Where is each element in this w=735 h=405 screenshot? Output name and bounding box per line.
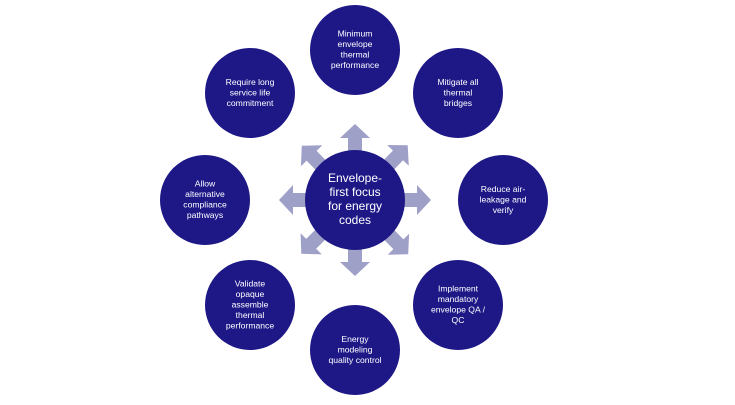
label-line: assemble — [232, 299, 269, 309]
label-line: envelope QA / — [431, 305, 486, 315]
node-circle — [160, 155, 250, 245]
node-circle — [413, 260, 503, 350]
label-line: Mitigate all — [437, 77, 478, 87]
label-line: compliance — [183, 200, 227, 210]
label-line: service life — [230, 87, 271, 97]
node-circle — [310, 305, 400, 395]
node-circle — [205, 260, 295, 350]
label-line: performance — [226, 320, 274, 330]
label-line: bridges — [444, 98, 472, 108]
label-line: opaque — [236, 289, 265, 299]
label-line: leakage and — [480, 194, 527, 204]
node-circle — [458, 155, 548, 245]
label-line: thermal — [236, 310, 265, 320]
label-line: quality control — [328, 355, 381, 365]
node-circle — [413, 48, 503, 138]
label-line: commitment — [227, 98, 274, 108]
label-line: Energy — [341, 334, 369, 344]
label-line: Implement — [438, 284, 479, 294]
label-line: QC — [452, 315, 465, 325]
label-line: modeling — [338, 344, 373, 354]
label-line: Validate — [235, 278, 266, 288]
arrow-reduce-air-leakage-and-verify — [401, 185, 431, 215]
label-line: codes — [339, 213, 371, 227]
label-line: performance — [331, 60, 379, 70]
label-line: verify — [493, 205, 514, 215]
label-line: for energy — [328, 199, 382, 213]
label-line: Allow — [195, 179, 216, 189]
label-line: alternative — [185, 189, 225, 199]
node-circle — [310, 5, 400, 95]
arrow-allow-alternative-compliance-pathways — [279, 185, 309, 215]
label-line: thermal — [444, 87, 473, 97]
node-circle — [205, 48, 295, 138]
center-circle — [305, 150, 405, 250]
label-line: envelope — [338, 39, 373, 49]
label-line: Require long — [226, 77, 275, 87]
label-line: pathways — [187, 210, 223, 220]
arrow-minimum-envelope-thermal-performance — [340, 124, 370, 154]
label-line: thermal — [341, 50, 370, 60]
arrow-energy-modeling-quality-control — [340, 246, 370, 276]
label-line: mandatory — [438, 294, 479, 304]
label-line: Minimum — [338, 29, 373, 39]
label-line: Envelope- — [328, 171, 382, 185]
label-line: Reduce air- — [481, 184, 526, 194]
label-line: first focus — [329, 185, 380, 199]
